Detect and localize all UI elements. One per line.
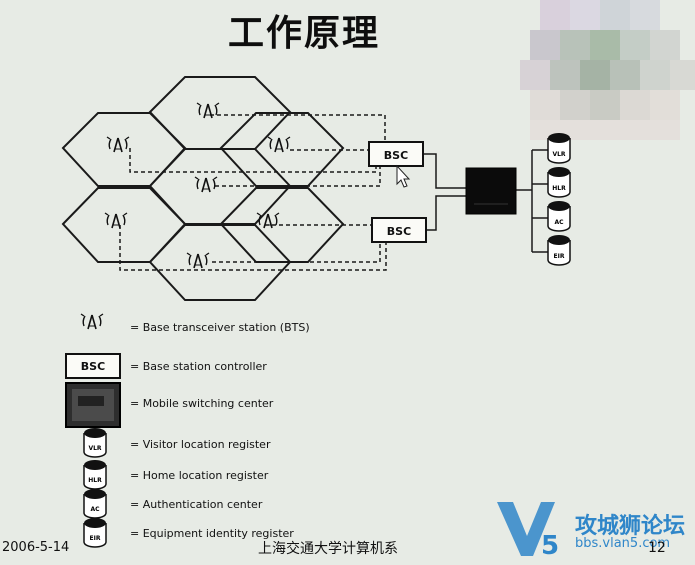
cell-hexagon [61,112,187,187]
db-vlr: VLR [547,133,571,164]
legend-db-eir: EIR [83,518,107,548]
legend-item-vlr: = Visitor location register [130,438,271,451]
legend-bsc-label: BSC [81,360,105,373]
legend-item-msc: = Mobile switching center [130,397,274,410]
footer-date: 2006-5-14 [2,540,70,555]
legend-item-bts: = Base transceiver station (BTS) [130,321,310,334]
db-label: AC [554,219,564,226]
legend-item-bsc: = Base station controller [130,360,267,373]
bts-icon [106,136,130,153]
bsc-label: BSC [387,225,411,238]
watermark-brand: 攻城狮论坛 [575,514,686,539]
db-ac: AC [547,201,571,232]
bts-bsc-links [119,114,387,271]
bts-icon [194,176,218,193]
db-hlr: HLR [547,167,571,198]
legend-db-label: HLR [88,477,102,484]
bts-icon [104,212,128,229]
bts-icon [186,252,210,269]
bsc-box-1: BSC [368,141,424,167]
watermark-url: bbs.vlan5.com [575,536,671,551]
legend-db-vlr: VLR [83,428,107,458]
watermark: 5 攻城狮论坛 bbs.vlan5.com [495,496,695,561]
v5-logo-icon: 5 [497,502,559,561]
db-eir: EIR [547,235,571,266]
bsc-label: BSC [384,149,408,162]
db-label: EIR [554,253,565,260]
legend-bts-icon [80,313,104,330]
slide-title: 工作原理 [228,12,381,54]
legend-bsc-box: BSC [65,353,121,379]
page-number: 12 [648,540,666,556]
legend-db-label: AC [90,506,100,513]
msc-box [465,167,517,215]
legend-db-label: VLR [88,445,101,452]
legend-item-eir: = Equipment identity register [130,527,294,540]
db-label: HLR [552,185,566,192]
legend-db-ac: AC [83,489,107,519]
svg-text:5: 5 [541,531,559,561]
footer-organization: 上海交通大学计算机系 [258,541,398,557]
db-label: VLR [552,151,565,158]
legend-msc-box [65,382,121,428]
mouse-cursor-icon [396,164,411,188]
legend-item-ac: = Authentication center [130,498,263,511]
legend-item-hlr: = Home location register [130,469,269,482]
bts-icon [196,102,220,119]
bts-icon [267,136,291,153]
legend-db-hlr: HLR [83,460,107,490]
cell-hexagon [219,112,345,187]
bsc-box-2: BSC [371,217,427,243]
legend-db-label: EIR [90,535,101,542]
